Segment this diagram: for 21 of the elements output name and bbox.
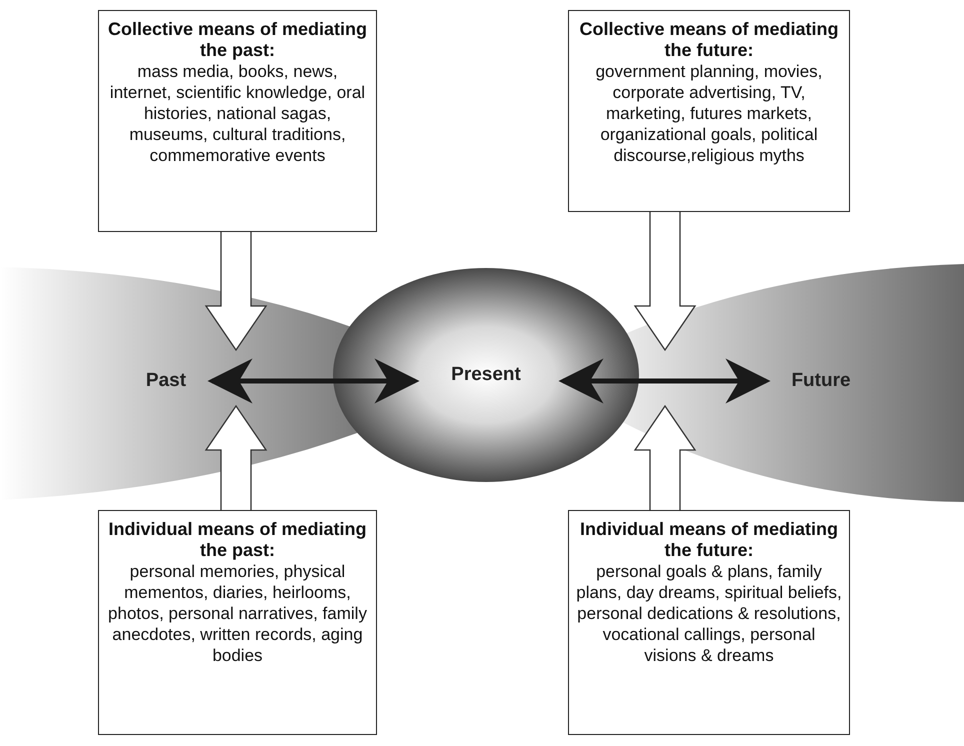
time-label: Past <box>146 370 186 392</box>
time-label: Present <box>450 363 522 387</box>
block-arrow <box>634 211 696 352</box>
block-arrow <box>204 231 268 352</box>
box-heading: Individual means of mediating the past: <box>107 519 368 561</box>
double-arrow <box>208 358 420 404</box>
box-text: personal goals & plans, family plans, day dreams, spiritual beliefs, personal dedications & resolutions, vocational callings, personal visions & dreams <box>575 561 843 666</box>
box-text: mass media, books, news, internet, scientific knowledge, oral histories, national sagas, museums, cultural traditions, commemorative events <box>108 61 366 166</box>
text-box <box>98 510 377 735</box>
box-heading: Collective means of mediating the future: <box>578 19 840 61</box>
box-text: personal memories, physical mementos, diaries, heirlooms, photos, personal narratives, family anecdotes, written records, aging bodies <box>107 561 368 666</box>
box-heading: Individual means of mediating the future: <box>578 519 840 561</box>
text-box <box>568 510 850 735</box>
box-heading: Collective means of mediating the past: <box>106 19 368 61</box>
text-box <box>568 10 850 212</box>
double-arrow <box>558 358 770 404</box>
block-arrow <box>204 404 268 511</box>
text-box <box>98 10 377 232</box>
block-arrow <box>634 404 696 511</box>
time-label: Future <box>791 370 851 392</box>
box-text: government planning, movies, corporate advertising, TV, marketing, futures markets, organizational goals, political discourse,religious myths <box>594 61 824 166</box>
